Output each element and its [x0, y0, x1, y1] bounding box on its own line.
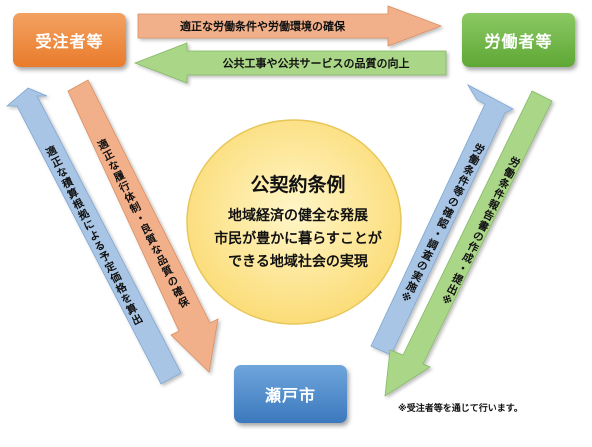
- center-line-1: 地域経済の健全な発展: [228, 208, 368, 224]
- footnote: ※受注者等を通じて行います。: [398, 404, 523, 414]
- node-contractor-label: 受注者等: [35, 32, 104, 51]
- arrow-city-to-worker: [370, 83, 514, 356]
- center-title: 公契約条例: [250, 174, 346, 196]
- node-city: 瀬戸市: [234, 365, 347, 423]
- center-line-3: できる地域社会の実現: [228, 254, 368, 270]
- arrow-worker-to-city: [384, 90, 553, 397]
- label-top-left-arrow: 公共工事や公共サービスの品質の向上: [222, 57, 410, 70]
- arrow-left-worker-to-contractor: [133, 42, 447, 84]
- node-worker: 労働者等: [462, 13, 575, 67]
- node-city-label: 瀬戸市: [264, 386, 316, 405]
- center-line-2: 市民が豊かに暮らすことが: [214, 231, 382, 247]
- arrow-city-to-contractor: [5, 87, 182, 385]
- label-top-right-arrow: 適正な労働条件や労働環境の確保: [180, 20, 345, 33]
- node-worker-label: 労働者等: [484, 32, 553, 51]
- arrow-contractor-to-city: [67, 79, 219, 373]
- center-circle: [186, 119, 402, 325]
- node-contractor: 受注者等: [13, 13, 126, 67]
- arrow-right-contractor-to-worker: [137, 5, 443, 47]
